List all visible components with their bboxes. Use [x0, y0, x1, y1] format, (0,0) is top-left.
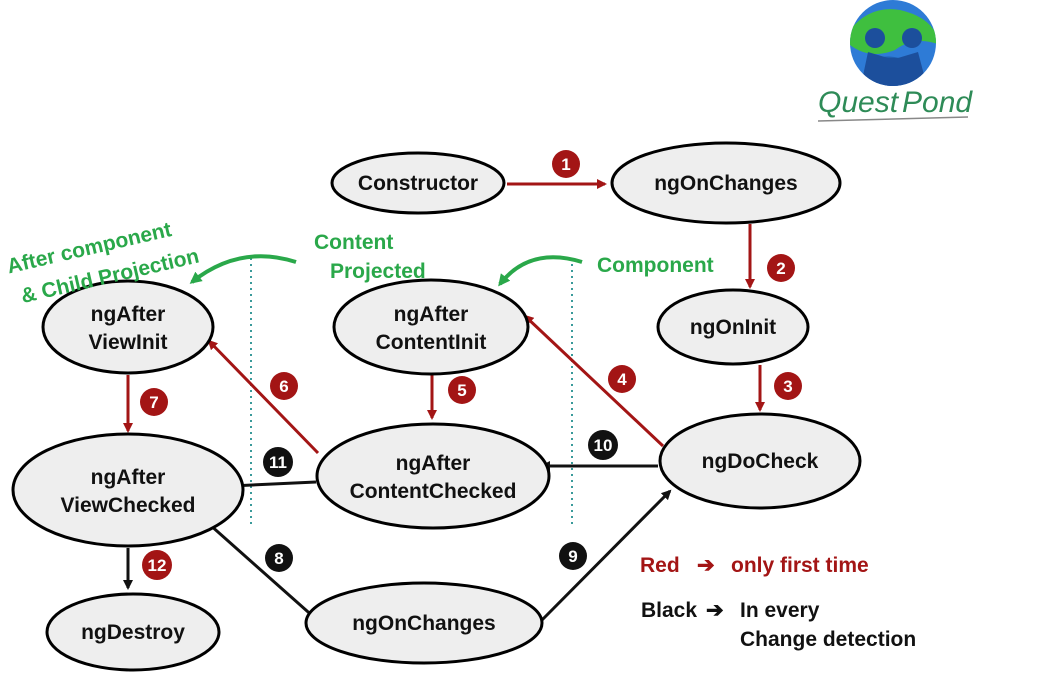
node-ngdestroy: ngDestroy [45, 592, 221, 672]
node-label: ngAfter [394, 303, 469, 326]
legend-red-text: only first time [731, 554, 869, 577]
step-badge-12: 12 [142, 550, 172, 580]
svg-text:7: 7 [149, 393, 158, 412]
svg-text:9: 9 [568, 547, 577, 566]
node-label: ngOnInit [690, 316, 776, 339]
node-ngafterviewinit: ngAfter ViewInit [41, 279, 215, 375]
legend-black-label: Black [641, 599, 697, 622]
edge-8 [199, 514, 318, 621]
step-badge-2: 2 [767, 254, 795, 282]
node-label: ContentChecked [350, 480, 517, 503]
step-badge-5: 5 [448, 376, 476, 404]
svg-text:1: 1 [561, 155, 570, 174]
node-label: ContentInit [376, 331, 487, 354]
content-projected-line-1: Content [314, 231, 393, 254]
node-label: ngOnChanges [654, 172, 798, 195]
svg-text:2: 2 [776, 259, 785, 278]
node-label: ngDestroy [81, 621, 185, 644]
step-badge-6: 6 [270, 372, 298, 400]
step-badge-9: 9 [559, 542, 587, 570]
node-label: ngDoCheck [702, 450, 819, 473]
svg-text:12: 12 [148, 556, 167, 575]
edge-9 [540, 489, 672, 622]
node-ngonchanges-bottom: ngOnChanges [304, 581, 544, 665]
step-badge-3: 3 [774, 372, 802, 400]
node-label: Constructor [358, 172, 478, 195]
legend-black-text-1: In every [740, 599, 820, 622]
svg-text:8: 8 [274, 549, 283, 568]
legend-red-label: Red [640, 554, 680, 577]
svg-text:4: 4 [617, 370, 627, 389]
step-badge-11: 11 [263, 447, 293, 477]
svg-text:5: 5 [457, 381, 466, 400]
legend-black-text-2: Change detection [740, 628, 916, 651]
component-annotation: Component [597, 254, 714, 277]
node-label: ngAfter [91, 466, 166, 489]
legend-black-arrow-icon: ➔ [706, 599, 724, 622]
node-constructor: Constructor [330, 151, 506, 215]
content-projected-line-2: Projected [330, 260, 426, 283]
node-ngaftercontentinit: ngAfter ContentInit [332, 278, 530, 376]
edge-6 [207, 339, 320, 455]
node-label: ngOnChanges [352, 612, 496, 635]
step-badge-8: 8 [265, 544, 293, 572]
svg-text:6: 6 [279, 377, 288, 396]
step-badge-4: 4 [608, 365, 636, 393]
step-badge-10: 10 [588, 430, 618, 460]
node-label: ngAfter [91, 303, 166, 326]
step-badge-1: 1 [552, 150, 580, 178]
after-component-arrow [189, 254, 297, 284]
step-badge-7: 7 [140, 388, 168, 416]
svg-text:11: 11 [269, 453, 287, 472]
legend: Red ➔ only first time Black ➔ In every C… [640, 554, 916, 651]
node-label: ViewInit [89, 331, 168, 354]
edge-4 [523, 314, 665, 448]
node-ngafterviewchecked: ngAfter ViewChecked [11, 432, 245, 548]
node-label: ViewChecked [60, 494, 195, 517]
node-ngaftercontentchecked: ngAfter ContentChecked [315, 422, 551, 530]
component-arrow [498, 255, 583, 287]
legend-red-arrow-icon: ➔ [697, 554, 715, 577]
svg-text:3: 3 [783, 377, 792, 396]
node-label: ngAfter [396, 452, 471, 475]
node-ngonchanges-top: ngOnChanges [610, 141, 842, 225]
node-ngdocheck: ngDoCheck [658, 412, 862, 510]
node-ngoninit: ngOnInit [656, 288, 810, 366]
svg-text:10: 10 [594, 436, 613, 455]
